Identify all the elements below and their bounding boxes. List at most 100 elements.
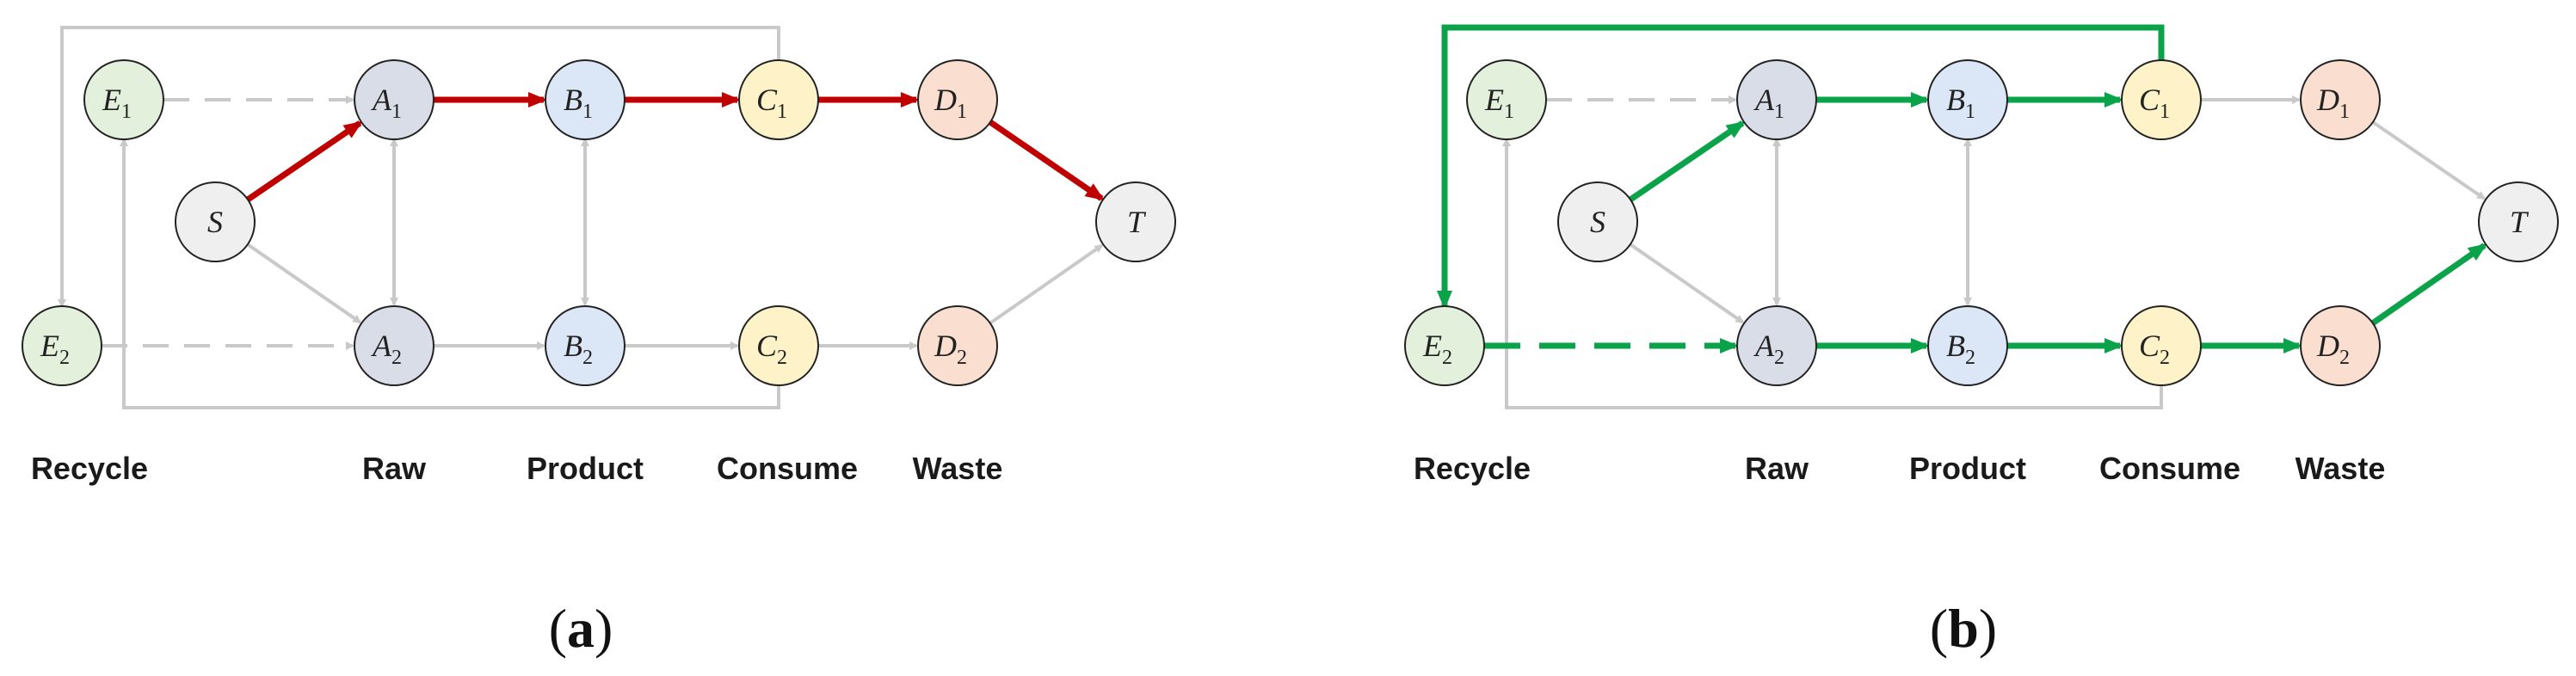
node-T-letter: T: [2510, 205, 2530, 239]
node-B1-subscript: 1: [582, 101, 593, 123]
node-D1-subscript: 1: [957, 101, 967, 123]
node-C1-subscript: 1: [777, 101, 787, 123]
node-C2-circle: [2121, 305, 2202, 386]
node-D2-circle: [917, 305, 998, 386]
node-D1-subscript: 1: [2339, 101, 2350, 123]
node-C2: C2: [738, 305, 819, 386]
node-D2-subscript: 2: [2339, 347, 2350, 369]
node-A2: A2: [354, 305, 434, 386]
node-E1: E1: [83, 59, 164, 140]
node-D1: D1: [917, 59, 998, 140]
node-D2-subscript: 2: [957, 347, 967, 369]
node-E2: E2: [22, 305, 102, 386]
node-E2-circle: [1404, 305, 1485, 386]
node-S-letter: S: [207, 205, 223, 239]
stage-label-consume: Consume: [2099, 451, 2240, 486]
node-E1: E1: [1466, 59, 1547, 140]
node-T-label: T: [1127, 205, 1147, 239]
node-E2-subscript: 2: [59, 347, 70, 369]
stage-label-waste: Waste: [913, 451, 1003, 486]
node-C2-label: C2: [756, 329, 787, 369]
edge-S-to-A1: [246, 120, 363, 202]
node-E1-label: E1: [102, 83, 132, 123]
stage-label-waste: Waste: [2296, 451, 2386, 486]
node-C1-letter: C: [2139, 83, 2160, 117]
node-D1: D1: [2300, 59, 2381, 140]
node-D1-circle: [2300, 59, 2381, 140]
caption-letter: a: [567, 598, 595, 659]
edge-D1-to-T: [988, 120, 1105, 201]
node-E2-subscript: 2: [1442, 347, 1452, 369]
node-B1-letter: B: [564, 83, 582, 117]
node-E1-subscript: 1: [1504, 101, 1514, 123]
stage-label-raw: Raw: [1745, 451, 1809, 486]
node-A2-label: A2: [1753, 329, 1784, 369]
caption-close-paren: ): [595, 598, 613, 659]
node-E1-label: E1: [1484, 83, 1514, 123]
node-C1-label: C1: [2139, 83, 2170, 123]
node-C2-circle: [738, 305, 819, 386]
node-S-letter: S: [1590, 205, 1605, 239]
caption-open-paren: (: [1930, 598, 1948, 659]
node-A2-circle: [354, 305, 434, 386]
stage-label-recycle: Recycle: [31, 451, 148, 486]
loop-C2-to-E1: [1502, 138, 2163, 409]
node-C1-label: C1: [756, 83, 787, 123]
node-T: T: [2478, 181, 2559, 262]
edge-layer-a: [102, 92, 1105, 350]
node-D2-letter: D: [2316, 329, 2339, 363]
node-A1-label: A1: [371, 83, 402, 123]
node-E2-letter: E: [40, 329, 59, 363]
node-A2-label: A2: [371, 329, 402, 369]
node-D2: D2: [2300, 305, 2381, 386]
node-A1-label: A1: [1753, 83, 1784, 123]
node-E2-circle: [22, 305, 102, 386]
node-B2-label: B2: [564, 329, 593, 369]
node-A2-subscript: 2: [391, 347, 402, 369]
node-S: S: [1557, 181, 1638, 262]
node-B2-label: B2: [1946, 329, 1975, 369]
node-S: S: [175, 181, 256, 262]
node-B1-label: B1: [564, 83, 593, 123]
node-C2-subscript: 2: [777, 347, 787, 369]
node-A1-circle: [354, 59, 434, 140]
node-C1-letter: C: [756, 83, 778, 117]
node-A1: A1: [1736, 59, 1817, 140]
node-B1-subscript: 1: [1965, 101, 1975, 123]
node-D1-circle: [917, 59, 998, 140]
node-E1-letter: E: [1484, 83, 1504, 117]
stage-labels-a: Recycle Raw Product Consume Waste: [31, 451, 1002, 486]
edge-D2-to-T: [989, 243, 1104, 325]
caption-letter: b: [1948, 598, 1979, 659]
node-S-label: S: [207, 205, 223, 239]
edge-S-to-A1: [1629, 120, 1746, 202]
loop-layer-b: [1437, 24, 2165, 409]
node-T-letter: T: [1127, 205, 1147, 239]
node-C1-circle: [2121, 59, 2202, 140]
node-E1-circle: [83, 59, 164, 140]
node-D2-letter: D: [934, 329, 957, 363]
panel-caption-a: (a): [549, 598, 613, 659]
node-T-label: T: [2510, 205, 2530, 239]
node-C1-circle: [738, 59, 819, 140]
edge-D1-to-T: [2371, 120, 2487, 200]
node-E1-circle: [1466, 59, 1547, 140]
node-B1-label: B1: [1946, 83, 1975, 123]
node-A1-letter: A: [1753, 83, 1775, 117]
node-C1: C1: [2121, 59, 2202, 140]
node-D2-label: D2: [934, 329, 967, 369]
node-B2-letter: B: [564, 329, 582, 363]
stage-label-recycle: Recycle: [1414, 451, 1531, 486]
node-B2-subscript: 2: [1965, 347, 1975, 369]
node-T-circle: [2478, 181, 2559, 262]
node-B2-circle: [545, 305, 626, 386]
node-D2: D2: [917, 305, 998, 386]
node-T: T: [1095, 181, 1176, 262]
loop-C1-to-E2: [1437, 24, 2165, 310]
node-C2-label: C2: [2139, 329, 2170, 369]
stage-labels-b: Recycle Raw Product Consume Waste: [1414, 451, 2385, 486]
